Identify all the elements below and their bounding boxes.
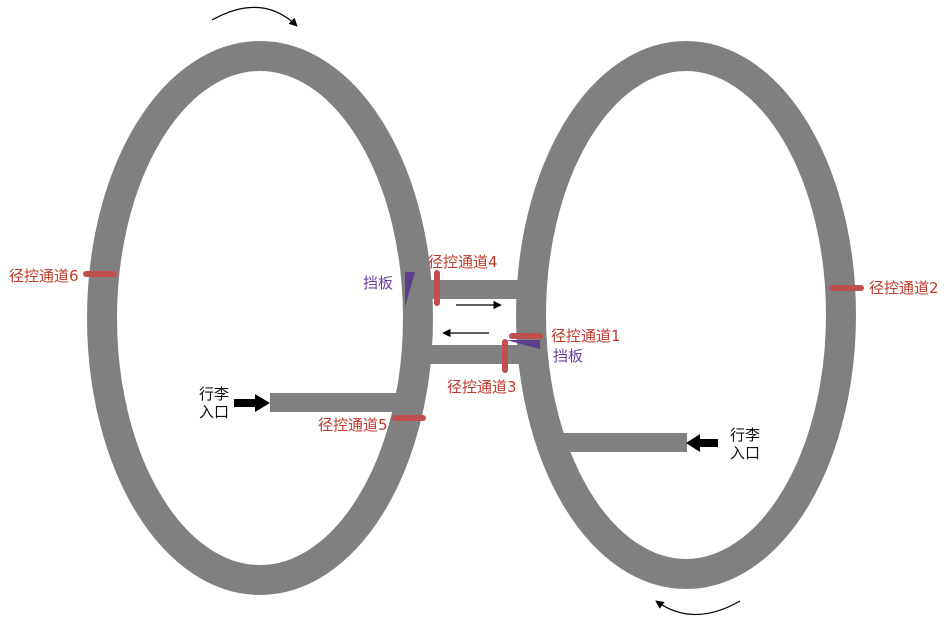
left-loop	[87, 41, 433, 595]
right-entrance-conveyor	[553, 433, 687, 452]
channel-marker-3	[502, 339, 508, 373]
channel-marker-2	[829, 285, 864, 291]
channel-label-6: 径控通道6	[9, 267, 79, 285]
entrance-label-right-line1: 行李	[730, 426, 760, 444]
baffle-upper	[405, 272, 415, 307]
lower-connector	[412, 345, 526, 364]
rotation-arrow-left-loop	[211, 6, 298, 27]
baffle-label-lower: 挡板	[553, 347, 583, 365]
channel-marker-5	[392, 415, 426, 421]
left-entrance-arrow-icon	[234, 394, 270, 412]
channel-label-3: 径控通道3	[447, 378, 517, 396]
right-loop	[516, 41, 856, 589]
channel-marker-6	[83, 271, 117, 277]
channel-label-2: 径控通道2	[869, 279, 939, 297]
entrance-label-left-line2: 入口	[199, 403, 229, 421]
channel-marker-1	[509, 333, 543, 339]
rotation-arrow-right-loop	[655, 600, 741, 616]
channel-label-1: 径控通道1	[551, 327, 621, 345]
entrance-label-right-line2: 入口	[730, 444, 760, 462]
left-entrance-conveyor	[270, 393, 408, 412]
channel-marker-4	[434, 270, 440, 306]
entrance-label-left-line1: 行李	[199, 385, 229, 403]
upper-connector	[412, 280, 526, 299]
channel-label-5: 径控通道5	[318, 416, 388, 434]
right-entrance-arrow-icon	[686, 434, 718, 452]
baffle-label-upper: 挡板	[363, 274, 393, 292]
baffle-lower	[506, 340, 540, 349]
channel-label-4: 径控通道4	[428, 253, 498, 271]
